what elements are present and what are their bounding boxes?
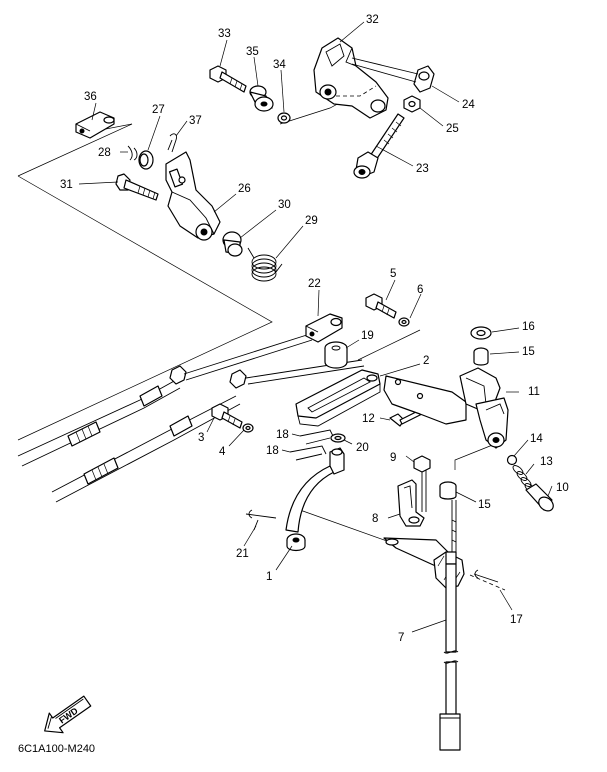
label-15-top: 15 — [522, 346, 535, 358]
label-33: 33 — [218, 28, 231, 40]
part-25-nut — [403, 95, 421, 113]
fwd-arrow-icon: FWD — [44, 695, 92, 734]
label-21: 21 — [236, 548, 249, 560]
label-16: 16 — [522, 321, 535, 333]
part-26-bracket — [165, 151, 221, 241]
part-9-bolt — [413, 455, 431, 512]
label-8: 8 — [372, 513, 378, 525]
label-26: 26 — [238, 183, 251, 195]
part-27-collar — [138, 150, 154, 170]
label-6: 6 — [417, 284, 423, 296]
part-31-bolt — [115, 173, 159, 201]
part-19-collar — [324, 341, 348, 369]
part-4-washer — [242, 423, 254, 433]
part-2-slide — [295, 369, 381, 427]
label-23: 23 — [416, 163, 429, 175]
label-31: 31 — [60, 179, 73, 191]
part-30-collar — [222, 231, 243, 257]
part-11-bracket — [383, 367, 509, 449]
part-24-joint — [351, 57, 435, 93]
diagram-code: 6C1A100-M240 — [18, 743, 95, 755]
label-2: 2 — [423, 355, 429, 367]
part-16-washer — [470, 326, 492, 340]
label-32: 32 — [366, 14, 379, 26]
label-36: 36 — [84, 91, 97, 103]
label-12: 12 — [362, 413, 375, 425]
part-20-washer — [330, 433, 346, 443]
label-3: 3 — [198, 432, 204, 444]
part-5-bolt — [365, 293, 397, 319]
part-7-shift-rod — [383, 500, 465, 751]
label-18-b: 18 — [266, 445, 279, 457]
part-33-bolt — [209, 65, 247, 93]
label-19: 19 — [361, 330, 374, 342]
part-15-bushing-lower — [439, 481, 457, 500]
label-25: 25 — [446, 123, 459, 135]
label-22: 22 — [308, 278, 321, 290]
callout-labels: 33 35 34 32 24 25 23 36 27 37 28 31 26 3… — [60, 14, 569, 644]
label-13: 13 — [540, 456, 553, 468]
label-30: 30 — [278, 199, 291, 211]
leader-lines — [78, 21, 553, 633]
part-37-pin — [167, 133, 177, 153]
label-24: 24 — [462, 99, 475, 111]
label-34: 34 — [273, 59, 286, 71]
part-17-pin — [473, 569, 499, 583]
label-18-a: 18 — [276, 429, 289, 441]
label-10: 10 — [556, 482, 569, 494]
label-11: 11 — [528, 386, 540, 398]
part-28-clip — [127, 145, 138, 161]
part-21-pin — [245, 509, 277, 531]
label-7: 7 — [398, 632, 404, 644]
part-3-bolt — [211, 403, 243, 429]
label-28: 28 — [98, 147, 111, 159]
label-27: 27 — [152, 104, 165, 116]
label-35: 35 — [246, 46, 259, 58]
label-15-lower: 15 — [478, 499, 491, 511]
part-36-clevis — [75, 111, 115, 139]
label-17: 17 — [510, 614, 523, 626]
label-14: 14 — [530, 433, 543, 445]
upper-bracket-assembly — [75, 111, 283, 282]
part-35-bushing — [249, 85, 274, 112]
part-29-spring — [247, 247, 283, 282]
label-37: 37 — [189, 115, 202, 127]
shift-bracket-assembly — [383, 326, 554, 512]
label-20: 20 — [356, 442, 369, 454]
part-10-plunger — [525, 483, 554, 512]
part-8-bracket — [397, 479, 425, 527]
label-1: 1 — [266, 571, 272, 583]
label-4: 4 — [219, 446, 226, 458]
part-23-rod — [353, 113, 405, 179]
part-15-bushing-top — [473, 347, 489, 366]
label-9: 9 — [390, 452, 396, 464]
part-22-cable-end — [305, 313, 343, 343]
upper-linkage-assembly — [209, 37, 435, 179]
part-32-lever — [313, 37, 389, 119]
part-34-washer — [277, 112, 291, 124]
part-6-washer — [398, 317, 410, 327]
part-14-ball — [506, 454, 518, 466]
label-5: 5 — [390, 268, 396, 280]
part-1-shift-arm — [285, 447, 345, 552]
label-29: 29 — [305, 215, 318, 227]
part-18-clips — [289, 429, 335, 461]
